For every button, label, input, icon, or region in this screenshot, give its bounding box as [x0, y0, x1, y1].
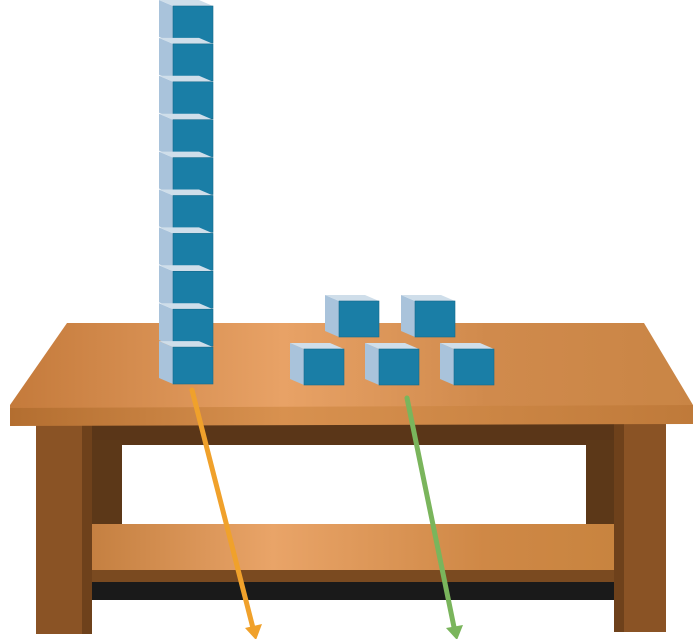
rod-unit-cube — [159, 190, 213, 233]
rod-unit-cube — [159, 38, 213, 81]
tens-rod — [159, 0, 213, 384]
rod-unit-cube — [159, 0, 213, 43]
table-front-leg-right-shade — [614, 420, 624, 632]
ones-arrowhead — [446, 625, 463, 639]
rod-unit-cube — [159, 114, 213, 157]
rod-unit-cube — [159, 76, 213, 119]
ones-cube — [401, 295, 455, 337]
rod-unit-cube — [159, 152, 213, 195]
rod-unit-cube — [159, 227, 213, 270]
table-back-leg-left — [92, 440, 122, 530]
rod-unit-cube — [159, 265, 213, 308]
ones-cube — [440, 343, 494, 385]
table-shelf — [88, 524, 616, 570]
table-front-leg-left-shade — [82, 424, 92, 634]
tens-arrowhead — [245, 624, 262, 639]
table — [10, 323, 693, 634]
rod-unit-cube — [159, 341, 213, 384]
ones-cube — [365, 343, 419, 385]
table-shelf-shadow — [92, 570, 614, 582]
table-shelf-base — [92, 582, 614, 600]
ones-cube — [325, 295, 379, 337]
rod-unit-cube — [159, 303, 213, 346]
ones-cube — [290, 343, 344, 385]
table-top-edge — [10, 405, 693, 426]
table-back-leg-right — [586, 440, 614, 530]
